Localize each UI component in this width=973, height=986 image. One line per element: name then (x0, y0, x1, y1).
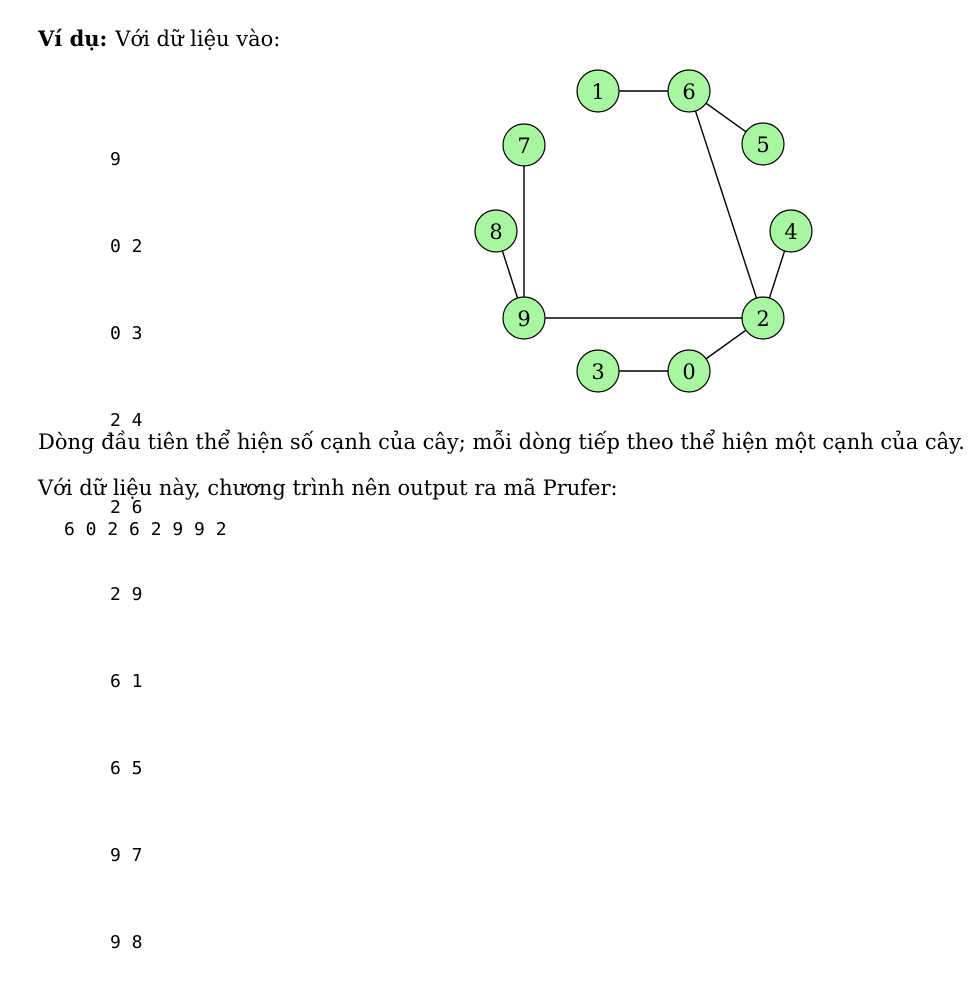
node-circle (667, 349, 711, 393)
example-intro-text: Với dữ liệu vào: (115, 27, 281, 51)
node-label: 7 (517, 134, 530, 158)
input-line: 6 1 (110, 671, 143, 692)
input-line: 9 8 (110, 932, 143, 953)
node-label: 8 (489, 220, 502, 244)
node-8: 8 (474, 209, 518, 253)
description-line-2: Với dữ liệu này, chương trình nên output… (38, 476, 618, 500)
input-line: 2 6 (110, 497, 143, 518)
node-circle (741, 122, 785, 166)
input-line: 2 4 (110, 410, 143, 431)
example-label: Ví dụ: (38, 26, 108, 51)
node-3: 3 (576, 349, 620, 393)
node-circle (769, 209, 813, 253)
node-label: 2 (756, 307, 769, 331)
node-2: 2 (741, 296, 785, 340)
node-label: 1 (591, 80, 604, 104)
edge-6-2 (688, 90, 764, 319)
node-7: 7 (502, 123, 546, 167)
input-line: 6 5 (110, 758, 143, 779)
node-label: 5 (756, 133, 769, 157)
node-circle (474, 209, 518, 253)
node-label: 6 (682, 80, 695, 104)
node-circle (576, 349, 620, 393)
node-1: 1 (576, 69, 620, 113)
description-line-1: Dòng đầu tiên thể hiện số cạnh của cây; … (38, 430, 965, 454)
node-label: 9 (517, 307, 530, 331)
node-5: 5 (741, 122, 785, 166)
prufer-code-output: 6 0 2 6 2 9 9 2 (64, 519, 227, 540)
node-label: 3 (591, 360, 604, 384)
input-line: 2 9 (110, 584, 143, 605)
input-line: 0 2 (110, 236, 143, 257)
input-line: 9 (110, 149, 121, 170)
node-circle (576, 69, 620, 113)
node-9: 9 (502, 296, 546, 340)
node-circle (502, 296, 546, 340)
node-label: 0 (682, 360, 695, 384)
node-circle (502, 123, 546, 167)
node-6: 6 (667, 69, 711, 113)
node-label: 4 (784, 220, 797, 244)
tree-graph-diagram: 1 6 5 7 4 8 9 2 3 0 (474, 69, 813, 393)
nodes-layer: 1 6 5 7 4 8 9 2 3 0 (474, 69, 813, 393)
node-circle (667, 69, 711, 113)
input-line: 9 7 (110, 845, 143, 866)
node-0: 0 (667, 349, 711, 393)
node-4: 4 (769, 209, 813, 253)
node-circle (741, 296, 785, 340)
example-heading: Ví dụ: Với dữ liệu vào: (38, 26, 280, 51)
input-line: 0 3 (110, 323, 143, 344)
